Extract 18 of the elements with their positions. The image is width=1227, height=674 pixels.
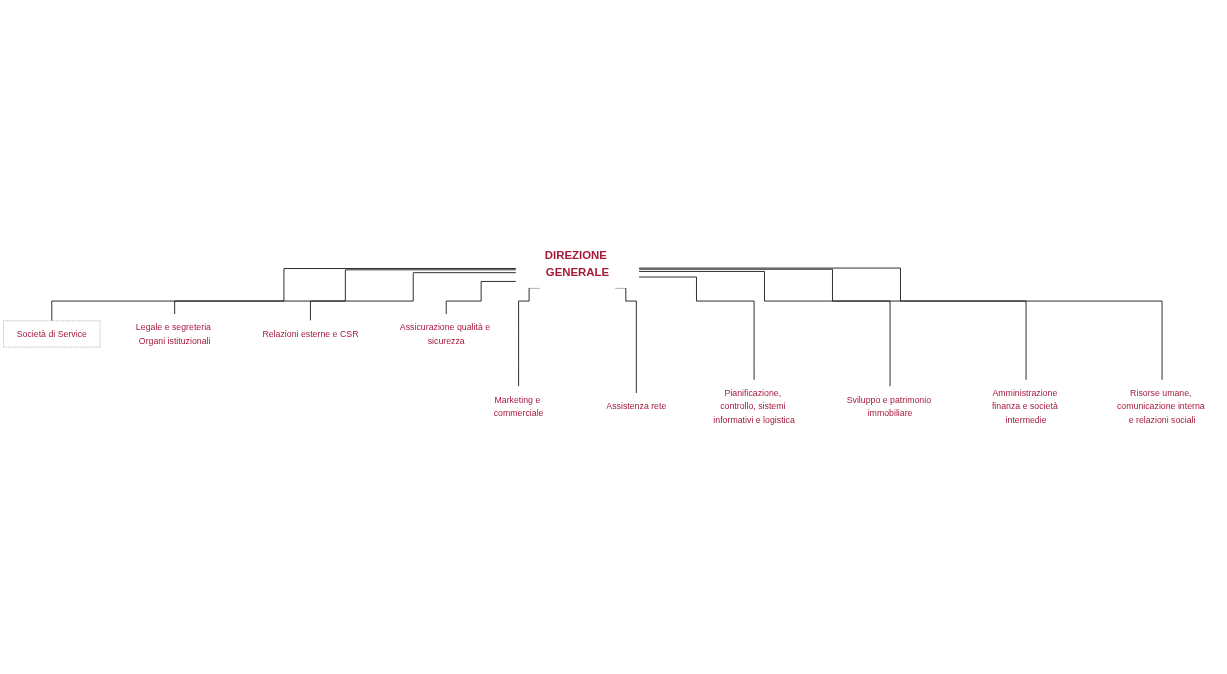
node-box: Società di Service [3, 320, 101, 348]
node-text: Assicurazione qualità e sicurezza [399, 322, 491, 346]
connector [51, 268, 517, 322]
node-text: Sviluppo e patrimonio immobiliare [846, 395, 932, 419]
connector [638, 271, 891, 388]
connector [174, 269, 517, 316]
connector [310, 272, 517, 322]
node-text: Assistenza rete [606, 401, 667, 412]
connector [638, 269, 1027, 381]
connector [638, 277, 755, 381]
node-text: Amministrazione finanza e società intermedie [991, 388, 1058, 425]
node-text: Pianificazione, controllo, sistemi informativi e logistica [713, 388, 795, 425]
connector [445, 281, 517, 316]
node-text: Marketing e commerciale [493, 395, 544, 419]
connector [638, 268, 1163, 381]
node-text: Risorse umane, comunicazione interna e relazioni sociali [1116, 388, 1205, 425]
node-text: Relazioni esterne e CSR [262, 329, 359, 340]
node-text: Legale e segreteria Organi istituzionali [135, 322, 211, 346]
